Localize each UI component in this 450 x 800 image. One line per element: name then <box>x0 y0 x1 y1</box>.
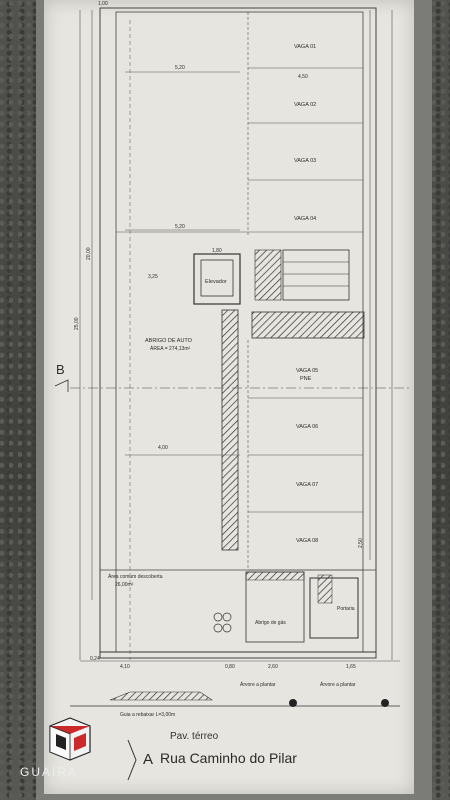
dim-2: 5,20 <box>175 65 185 71</box>
dim-5: 1,80 <box>212 248 222 254</box>
dim-12: 0,80 <box>225 664 235 670</box>
dim-11: 4,10 <box>120 664 130 670</box>
elevator-box <box>193 253 241 305</box>
portaria-box <box>309 577 359 639</box>
vaga-03-label: VAGA 03 <box>294 158 316 164</box>
dim-14: 1,65 <box>346 664 356 670</box>
dim-10: 2,50 <box>358 538 364 548</box>
tree-label-2: Árvore a plantar <box>320 681 356 688</box>
gas-label: Abrigo de gás <box>255 620 286 626</box>
vaga-02-label: VAGA 02 <box>294 102 316 108</box>
section-b-mark: B <box>56 362 65 377</box>
tree-label-1: Árvore a plantar <box>240 681 276 688</box>
vaga-01-label: VAGA 01 <box>294 44 316 50</box>
dim-6: 3,25 <box>148 274 158 280</box>
dim-15: 0,24 <box>90 656 100 662</box>
vaga-06-label: VAGA 06 <box>296 424 318 430</box>
vaga-04-label: VAGA 04 <box>294 216 316 222</box>
dim-13: 2,60 <box>268 664 278 670</box>
vaga-08-label: VAGA 08 <box>296 538 318 544</box>
hatch-band <box>251 311 365 339</box>
gas-shelter <box>245 571 305 643</box>
dim-8: 20,00 <box>86 247 92 260</box>
vaga-07-label: VAGA 07 <box>296 482 318 488</box>
dim-4: 4,50 <box>298 74 308 80</box>
area-comum-label: Área comum descoberta <box>108 573 163 580</box>
section-a-mark: A <box>143 751 154 768</box>
pne-label: PNE <box>300 376 312 382</box>
portaria-label: Portaria <box>337 606 355 612</box>
dim-1: 1,00 <box>98 1 108 7</box>
dim-9: 25,00 <box>74 317 80 330</box>
elevator-label: Elevador <box>205 279 227 285</box>
abrigo-area: ÁREA = 274,13m² <box>150 345 190 352</box>
vaga-05-label: VAGA 05 <box>296 368 318 374</box>
abrigo-label: ABRIGO DE AUTO <box>145 338 193 344</box>
guia-label: Guia a rebaixar L=3,00m <box>120 712 175 718</box>
floor-caption: Pav. térreo <box>170 731 219 742</box>
guaira-logo-icon <box>49 717 91 761</box>
area-comum-value: 26,00m² <box>115 582 134 588</box>
dim-7: 4,00 <box>158 445 168 451</box>
street-name: Rua Caminho do Pilar <box>160 750 297 766</box>
lot-outline <box>99 7 377 659</box>
logo-wordmark: GUAÍRA <box>20 765 79 779</box>
stair-block <box>282 249 350 301</box>
ramp-hatch <box>221 309 239 551</box>
dim-3: 5,20 <box>175 224 185 230</box>
